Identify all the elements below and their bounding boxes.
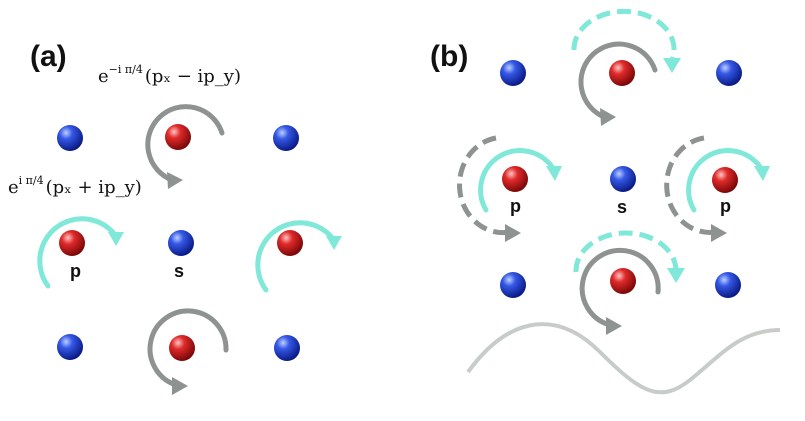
- panel-b: (b): [430, 8, 781, 395]
- p-atom: [609, 60, 635, 86]
- p-atom: [277, 230, 303, 256]
- p-site-label: p: [510, 196, 521, 216]
- p-site-label: p: [70, 261, 81, 281]
- panel-a: (a) e−i π/4(pₓ − ip_y) ei π/4(pₓ + ip_y): [8, 40, 342, 395]
- cyan-rotation-arrow-icon: [478, 148, 562, 213]
- formula-top-body: (pₓ − ip_y): [145, 66, 241, 87]
- s-atom: [716, 60, 742, 86]
- p-atom: [59, 230, 85, 256]
- dashed-cyan-rotation-arrow-icon: [573, 230, 685, 283]
- formula-top: e−i π/4(pₓ − ip_y): [98, 63, 241, 87]
- p-atom: [169, 335, 195, 361]
- dashed-gray-rotation-arrow-icon: [457, 135, 521, 242]
- dashed-cyan-rotation-arrow-icon: [571, 8, 681, 73]
- s-atom: [57, 334, 83, 360]
- gray-rotation-arrow-icon: [145, 104, 225, 189]
- p-atom: [165, 124, 191, 150]
- gray-rotation-arrow-icon: [578, 41, 658, 126]
- s-atom: [274, 335, 300, 361]
- formula-left-body: (pₓ + ip_y): [46, 177, 142, 198]
- s-atom: [715, 272, 741, 298]
- p-atom: [712, 167, 738, 193]
- s-site-label: s: [617, 197, 627, 217]
- formula-left-prefix: e: [8, 177, 19, 198]
- s-atom: [610, 166, 636, 192]
- s-atom: [500, 60, 526, 86]
- p-atom: [502, 166, 528, 192]
- gray-rotation-arrow-icon: [147, 308, 229, 395]
- formula-left-exponent: i π/4: [19, 174, 44, 187]
- s-atom: [57, 125, 83, 151]
- dashed-gray-rotation-arrow-icon: [664, 135, 727, 242]
- panel-a-label: (a): [30, 40, 67, 73]
- cyan-rotation-arrow-icon: [255, 220, 342, 293]
- formula-left: ei π/4(pₓ + ip_y): [8, 174, 142, 198]
- s-site-label: s: [174, 261, 184, 281]
- panel-b-label: (b): [430, 40, 468, 73]
- cyan-rotation-arrow-icon: [37, 216, 124, 289]
- formula-top-exponent: −i π/4: [109, 63, 143, 76]
- p-site-label: p: [720, 196, 731, 216]
- s-atom: [500, 272, 526, 298]
- p-atom: [610, 268, 636, 294]
- s-atom: [168, 230, 194, 256]
- lattice-potential-wave: [466, 322, 781, 395]
- formula-top-prefix: e: [98, 66, 109, 87]
- s-atom: [273, 125, 299, 151]
- cyan-rotation-arrow-icon: [686, 148, 770, 213]
- gray-rotation-arrow-icon: [579, 247, 661, 335]
